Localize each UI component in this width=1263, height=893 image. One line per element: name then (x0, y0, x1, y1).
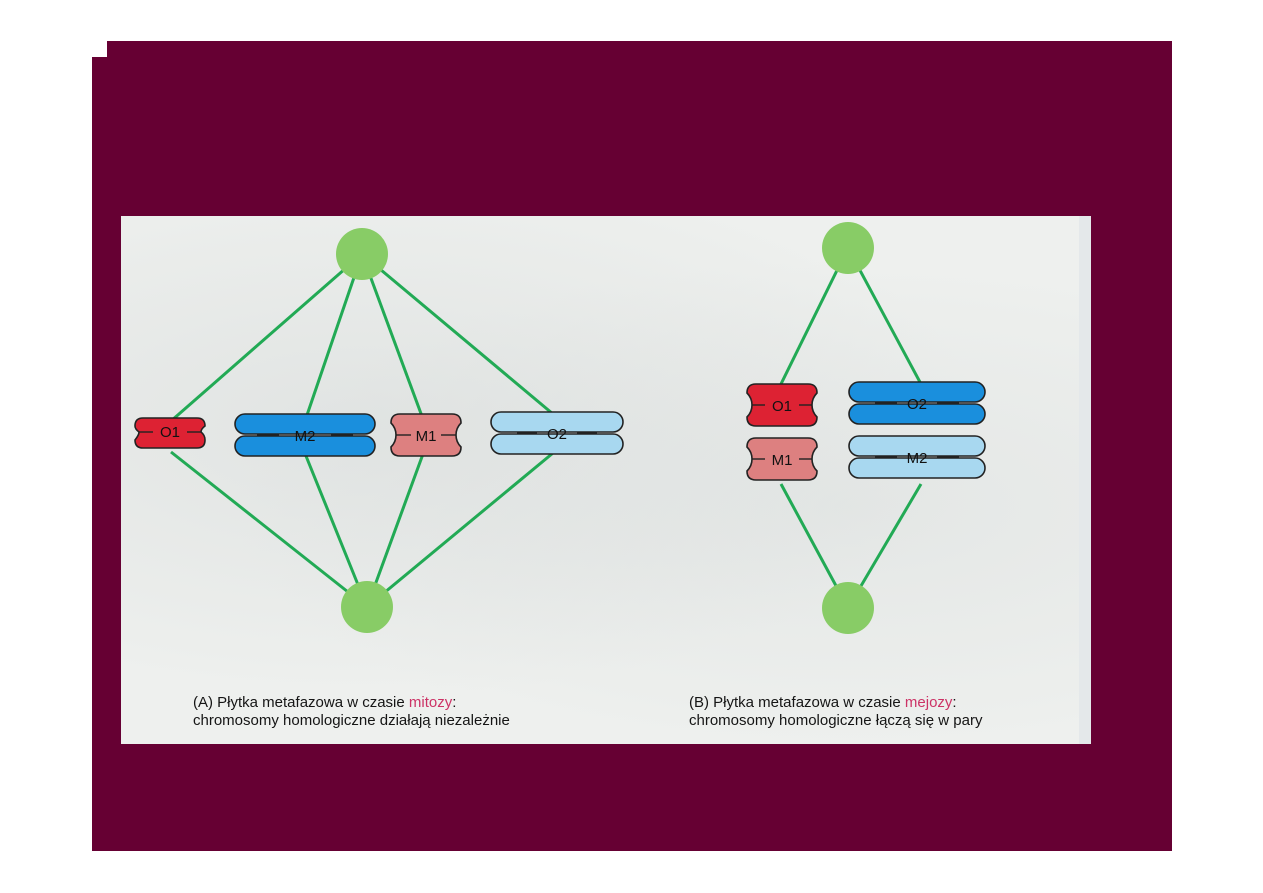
chromosome-label: O1 (160, 424, 180, 441)
chromatid-top (848, 381, 986, 403)
page-edge (1079, 216, 1091, 744)
panel-a-fiber (170, 252, 363, 423)
panel-a-caption-suffix: : (452, 694, 457, 711)
chromatid-top (490, 411, 624, 433)
panel-a-spindle (170, 252, 554, 609)
panel-b-chromosome-o1: O1 (746, 383, 818, 427)
chromosome-shape (746, 437, 818, 481)
panel-a-fiber (366, 451, 554, 609)
panel-a-chromosome-o1: O1 (134, 417, 206, 449)
panel-a-chromosome-o2: O2 (490, 411, 624, 455)
chromatid-top (234, 413, 376, 435)
chromosome-shape (746, 383, 818, 427)
chromatid-bottom (490, 433, 624, 455)
chromosome-label: O2 (547, 426, 567, 443)
chromosome-label: M1 (416, 428, 437, 445)
panel-a-chromosome-m1: M1 (390, 413, 462, 457)
panel-a-caption-line-1: (A) Płytka metafazowa w czasie mitozy: (193, 694, 510, 712)
panel-a-fiber (365, 453, 425, 608)
panel-a-caption: (A) Płytka metafazowa w czasie mitozy: c… (193, 694, 510, 730)
panel-b-spindle (779, 247, 923, 609)
panel-b-caption-line-2: chromosomy homologiczne łączą się w pary (689, 712, 983, 729)
chromatid-top (848, 435, 986, 457)
chromatid-bottom (848, 403, 986, 425)
chromosome-label: M1 (772, 452, 793, 469)
metaphase-diagram: O1 M2 M1 O2 (134, 222, 986, 634)
chromosome-shape (390, 413, 462, 457)
panel-a-caption-prefix: (A) Płytka metafazowa w czasie (193, 694, 409, 711)
panel-a-chromosome-m2: M2 (234, 413, 376, 457)
panel-b-chromosome-m1: M1 (746, 437, 818, 481)
panel-b-caption-suffix: : (952, 694, 957, 711)
panel-b-caption-line-1: (B) Płytka metafazowa w czasie mejozy: (689, 694, 982, 712)
panel-b-chromosome-o2: O2 (848, 381, 986, 425)
chromosome-label: M2 (907, 450, 928, 467)
panel-a-fiber (361, 252, 554, 416)
panel-a-lower-pole (341, 581, 393, 633)
panel-b-caption: (B) Płytka metafazowa w czasie mejozy: c… (689, 694, 982, 730)
panel-a-fiber (360, 253, 425, 420)
chromosome-label: M2 (295, 428, 316, 445)
panel-b-caption-prefix: (B) Płytka metafazowa w czasie (689, 694, 905, 711)
panel-b-chromosome-m2: M2 (848, 435, 986, 479)
panel-a-upper-pole (336, 228, 388, 280)
panel-a-fiber (304, 455, 369, 608)
chromatid-bottom (234, 435, 376, 457)
panel-a-fiber (170, 450, 368, 609)
panel-a-caption-line-2: chromosomy homologiczne działają niezale… (193, 712, 510, 729)
slide-corner-notch (92, 41, 107, 57)
metaphase-figure: O1 M2 M1 O2 (121, 216, 1091, 744)
panel-b-caption-highlight: mejozy (904, 694, 953, 711)
panel-a-fiber (304, 253, 364, 419)
panel-a-caption-highlight: mitozy (408, 694, 453, 711)
panel-b-upper-pole (822, 222, 874, 274)
chromosome-label: O2 (907, 396, 927, 413)
chromosome-label: O1 (772, 398, 792, 415)
panel-b-lower-pole (822, 582, 874, 634)
paper-texture (121, 216, 1091, 744)
chromosome-shape (134, 417, 206, 449)
chromatid-bottom (848, 457, 986, 479)
